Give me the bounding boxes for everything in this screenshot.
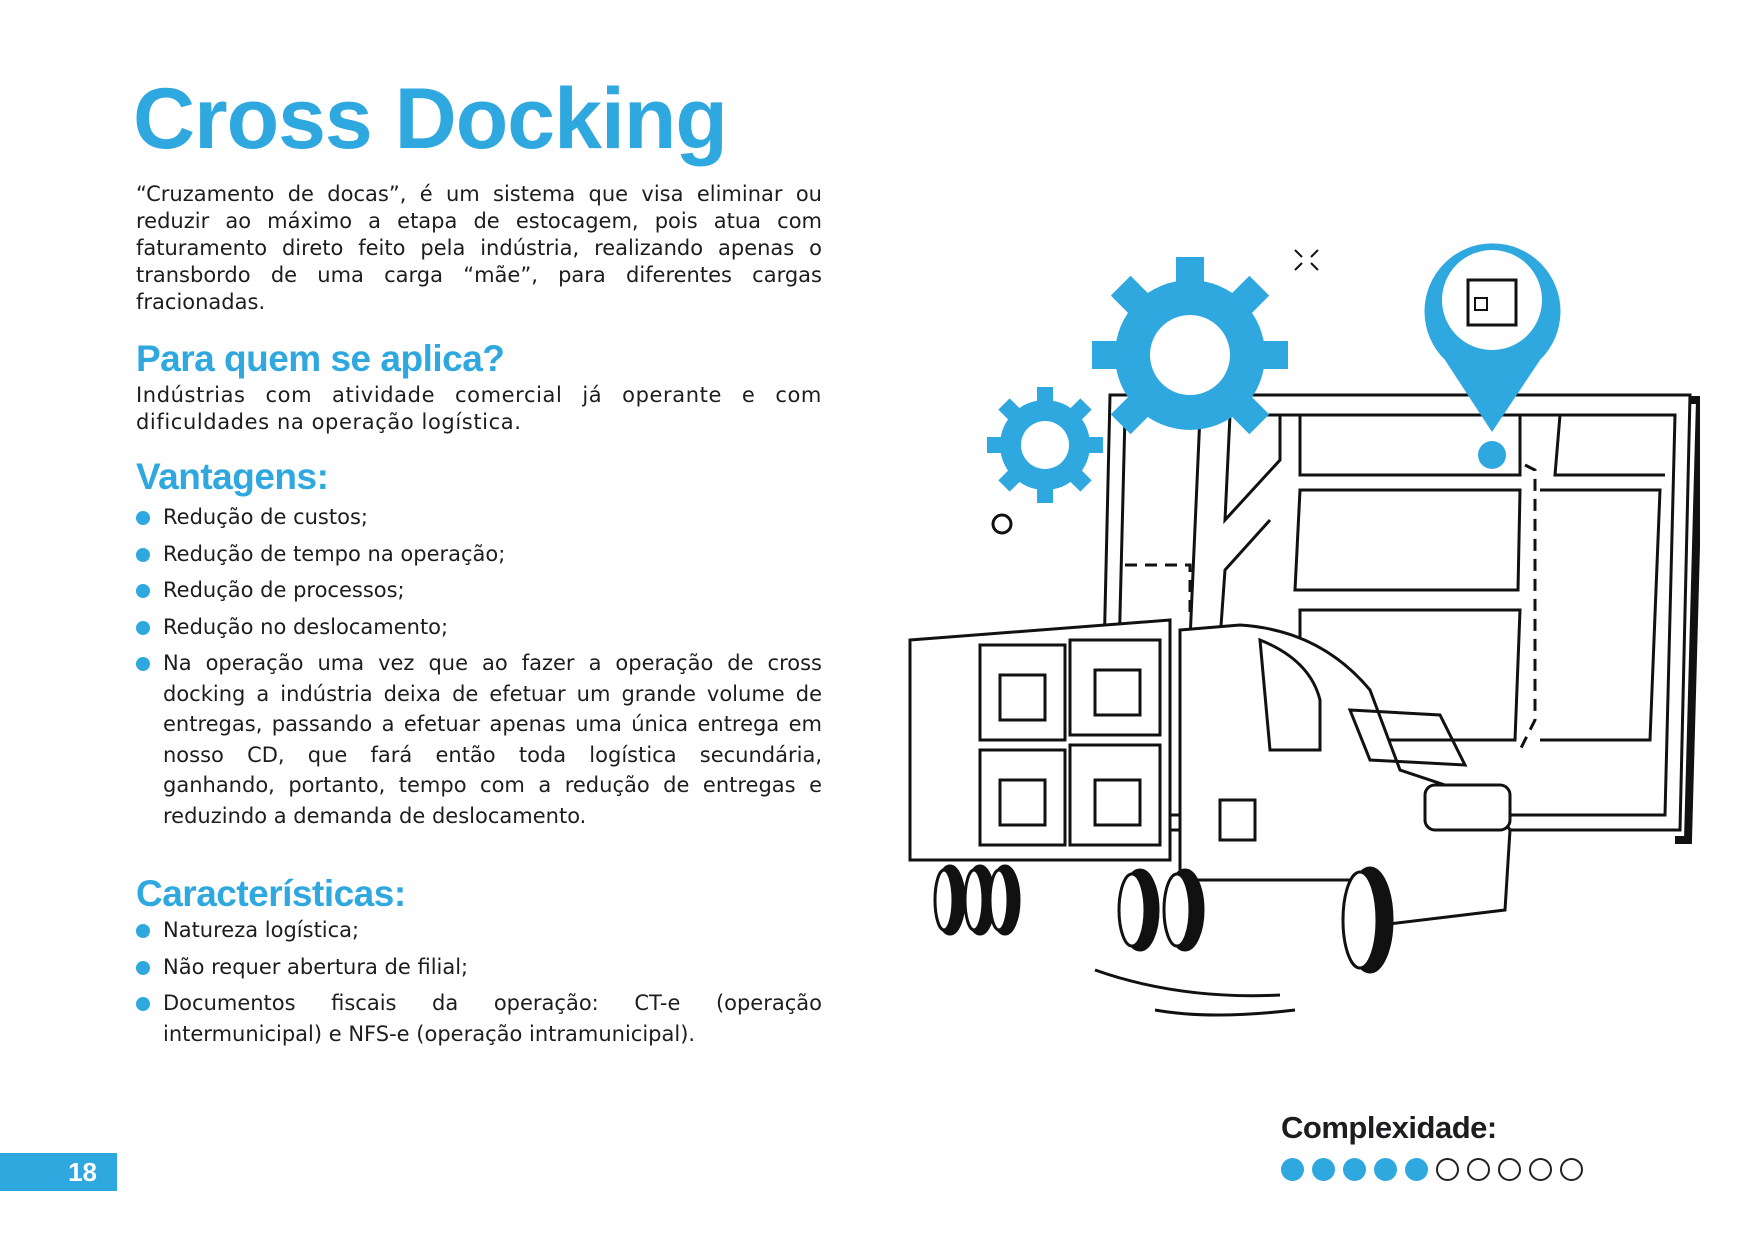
advantages-section: Vantagens: Redução de custos;Redução de … [136, 456, 822, 831]
bullet-icon [136, 511, 150, 525]
list-item: Na operação uma vez que ao fazer a opera… [136, 648, 822, 831]
list-item: Redução de custos; [136, 502, 822, 533]
characteristics-section: Características: Natureza logística; Não … [136, 873, 822, 1049]
list-item: Redução de tempo na operação; [136, 539, 822, 570]
complexity-dot-empty [1467, 1158, 1490, 1181]
complexity-dot-filled [1343, 1158, 1366, 1181]
intro-section: “Cruzamento de docas”, é um sistema que … [136, 181, 822, 316]
list-item-text: Documentos fiscais da operação: CT-e (op… [163, 991, 822, 1046]
list-item-text: Natureza logística; [163, 918, 360, 942]
list-item: Redução no deslocamento; [136, 612, 822, 643]
list-item-text: Na operação uma vez que ao fazer a opera… [163, 651, 822, 828]
complexity-dot-filled [1405, 1158, 1428, 1181]
intro-paragraph: “Cruzamento de docas”, é um sistema que … [136, 182, 822, 314]
complexity-rating: Complexidade: [1281, 1110, 1583, 1181]
list-item-text: Redução de tempo na operação; [163, 541, 506, 566]
location-pin-icon [1424, 243, 1561, 469]
bullet-icon [136, 924, 150, 938]
cross-docking-truck-illustration [908, 243, 1700, 1017]
list-item-text: Redução no deslocamento; [163, 614, 449, 639]
list-item-text: Não requer abertura de filial; [163, 954, 469, 979]
list-item-text: Redução de processos; [163, 578, 405, 602]
bullet-icon [136, 657, 150, 671]
complexity-dot-empty [1560, 1158, 1583, 1181]
advantages-heading: Vantagens: [136, 456, 329, 497]
bullet-icon [136, 547, 150, 562]
complexity-dot-empty [1529, 1158, 1552, 1181]
list-item-text: Redução de custos; [163, 505, 368, 529]
bullet-icon [136, 997, 150, 1011]
page-number: 18 [0, 1153, 117, 1191]
list-item: Documentos fiscais da operação: CT-e (op… [136, 988, 822, 1049]
complexity-dot-filled [1374, 1158, 1397, 1181]
complexity-dot-empty [1498, 1158, 1521, 1181]
complexity-dot-filled [1281, 1158, 1304, 1181]
list-item: Não requer abertura de filial; [136, 952, 822, 983]
characteristics-heading: Características: [136, 873, 406, 914]
bullet-icon [136, 620, 150, 635]
complexity-dots [1281, 1158, 1583, 1181]
complexity-label: Complexidade: [1281, 1110, 1497, 1145]
audience-text: Indústrias com atividade comercial já op… [136, 383, 822, 434]
page-title: Cross Docking [133, 71, 728, 167]
advantages-list: Redução de custos; Redução de tempo na op… [136, 502, 822, 831]
complexity-dot-filled [1312, 1158, 1335, 1181]
bullet-icon [136, 584, 150, 598]
complexity-dot-empty [1436, 1158, 1459, 1181]
characteristics-list: Natureza logística; Não requer abertura d… [136, 915, 822, 1049]
bullet-icon [136, 960, 150, 975]
list-item: Natureza logística; [136, 915, 822, 946]
list-item: Redução de processos; [136, 575, 822, 606]
audience-section: Para quem se aplica? Indústrias com ativ… [136, 338, 822, 436]
audience-heading: Para quem se aplica? [136, 338, 505, 379]
